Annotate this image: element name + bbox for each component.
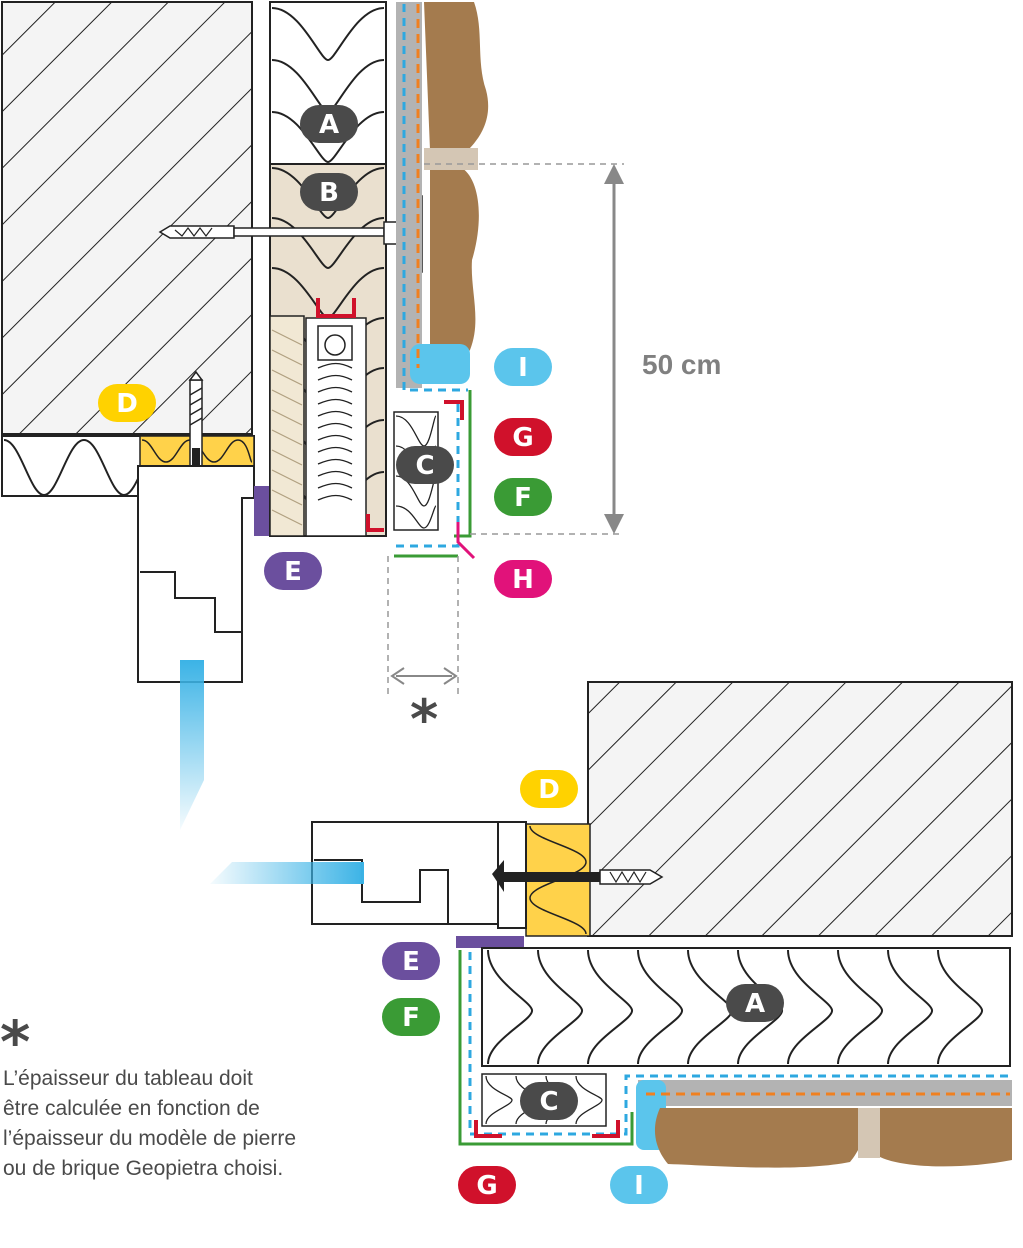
svg-text:F: F xyxy=(402,1003,420,1033)
svg-text:G: G xyxy=(512,423,533,453)
svg-text:C: C xyxy=(415,451,434,481)
blue-dashed-line-bottom xyxy=(468,952,1010,1136)
purple-tape-bottom xyxy=(456,936,524,948)
svg-text:I: I xyxy=(518,353,528,383)
reveal-asterisk: * xyxy=(410,688,438,751)
reveal-thickness-marker xyxy=(387,556,459,696)
footnote-line: être calculée en fonction de xyxy=(3,1097,260,1120)
footnote-text: L’épaisseur du tableau doit être calculé… xyxy=(3,1064,363,1184)
svg-text:E: E xyxy=(284,557,302,587)
svg-text:E: E xyxy=(402,947,420,977)
red-profile-g-top xyxy=(444,400,464,420)
stone-gap-blue xyxy=(410,344,470,384)
svg-text:A: A xyxy=(745,989,765,1019)
badge-a-top: A xyxy=(300,105,358,143)
anchor-screw-bottom xyxy=(492,860,664,892)
badge-a-bottom: A xyxy=(726,984,784,1022)
badge-i-bottom: I xyxy=(610,1166,668,1204)
badge-c-top: C xyxy=(396,446,454,484)
badge-b: B xyxy=(300,173,358,211)
svg-text:F: F xyxy=(514,483,532,513)
badge-i-top: I xyxy=(494,348,552,386)
svg-text:C: C xyxy=(539,1087,558,1117)
footnote-asterisk: * xyxy=(0,1008,30,1076)
badge-c-bottom: C xyxy=(520,1082,578,1120)
svg-text:A: A xyxy=(319,110,339,140)
glass-pane-horizontal xyxy=(210,862,364,884)
svg-text:I: I xyxy=(634,1171,644,1201)
badge-f-top: F xyxy=(494,478,552,516)
badge-d-bottom: D xyxy=(520,770,578,808)
dimension-label: 50 cm xyxy=(642,349,721,380)
footnote-line: L’épaisseur du tableau doit xyxy=(3,1067,253,1090)
footnote-line: l’épaisseur du modèle de pierre xyxy=(3,1127,297,1150)
blue-dashed-line-reveal xyxy=(392,404,460,548)
svg-text:B: B xyxy=(319,178,339,208)
render-layer-top xyxy=(396,2,422,388)
window-frame-top xyxy=(137,465,255,683)
svg-text:G: G xyxy=(476,1171,497,1201)
shutter-box xyxy=(269,298,384,537)
stone-facing-bottom xyxy=(654,1108,1012,1168)
badge-e-top: E xyxy=(264,552,322,590)
svg-text:D: D xyxy=(538,775,560,805)
purple-tape-top xyxy=(254,486,270,536)
window-frame-bottom xyxy=(311,821,527,929)
footnote-line: ou de brique Geopietra choisi. xyxy=(3,1157,284,1180)
badge-f-bottom: F xyxy=(382,998,440,1036)
badge-d-top: D xyxy=(98,384,156,422)
badge-g-top: G xyxy=(494,418,552,456)
green-line-f-bottom xyxy=(458,950,634,1146)
dimension-50cm xyxy=(424,163,624,535)
mortar-joint-bottom xyxy=(858,1108,880,1158)
mortar-joint-top xyxy=(424,148,478,170)
svg-text:H: H xyxy=(512,565,534,595)
svg-text:D: D xyxy=(116,389,138,419)
badge-e-bottom: E xyxy=(382,942,440,980)
red-profile-g-bottom xyxy=(474,1120,620,1138)
badge-h: H xyxy=(494,560,552,598)
badge-g-bottom: G xyxy=(458,1166,516,1204)
glass-pane-vertical xyxy=(180,660,204,830)
blue-dashed-line-top xyxy=(402,4,468,392)
magenta-profile-h xyxy=(456,522,476,560)
masonry-wall-bottom xyxy=(587,681,1013,937)
stone-facing-top xyxy=(424,2,489,369)
masonry-wall-top xyxy=(1,1,253,435)
